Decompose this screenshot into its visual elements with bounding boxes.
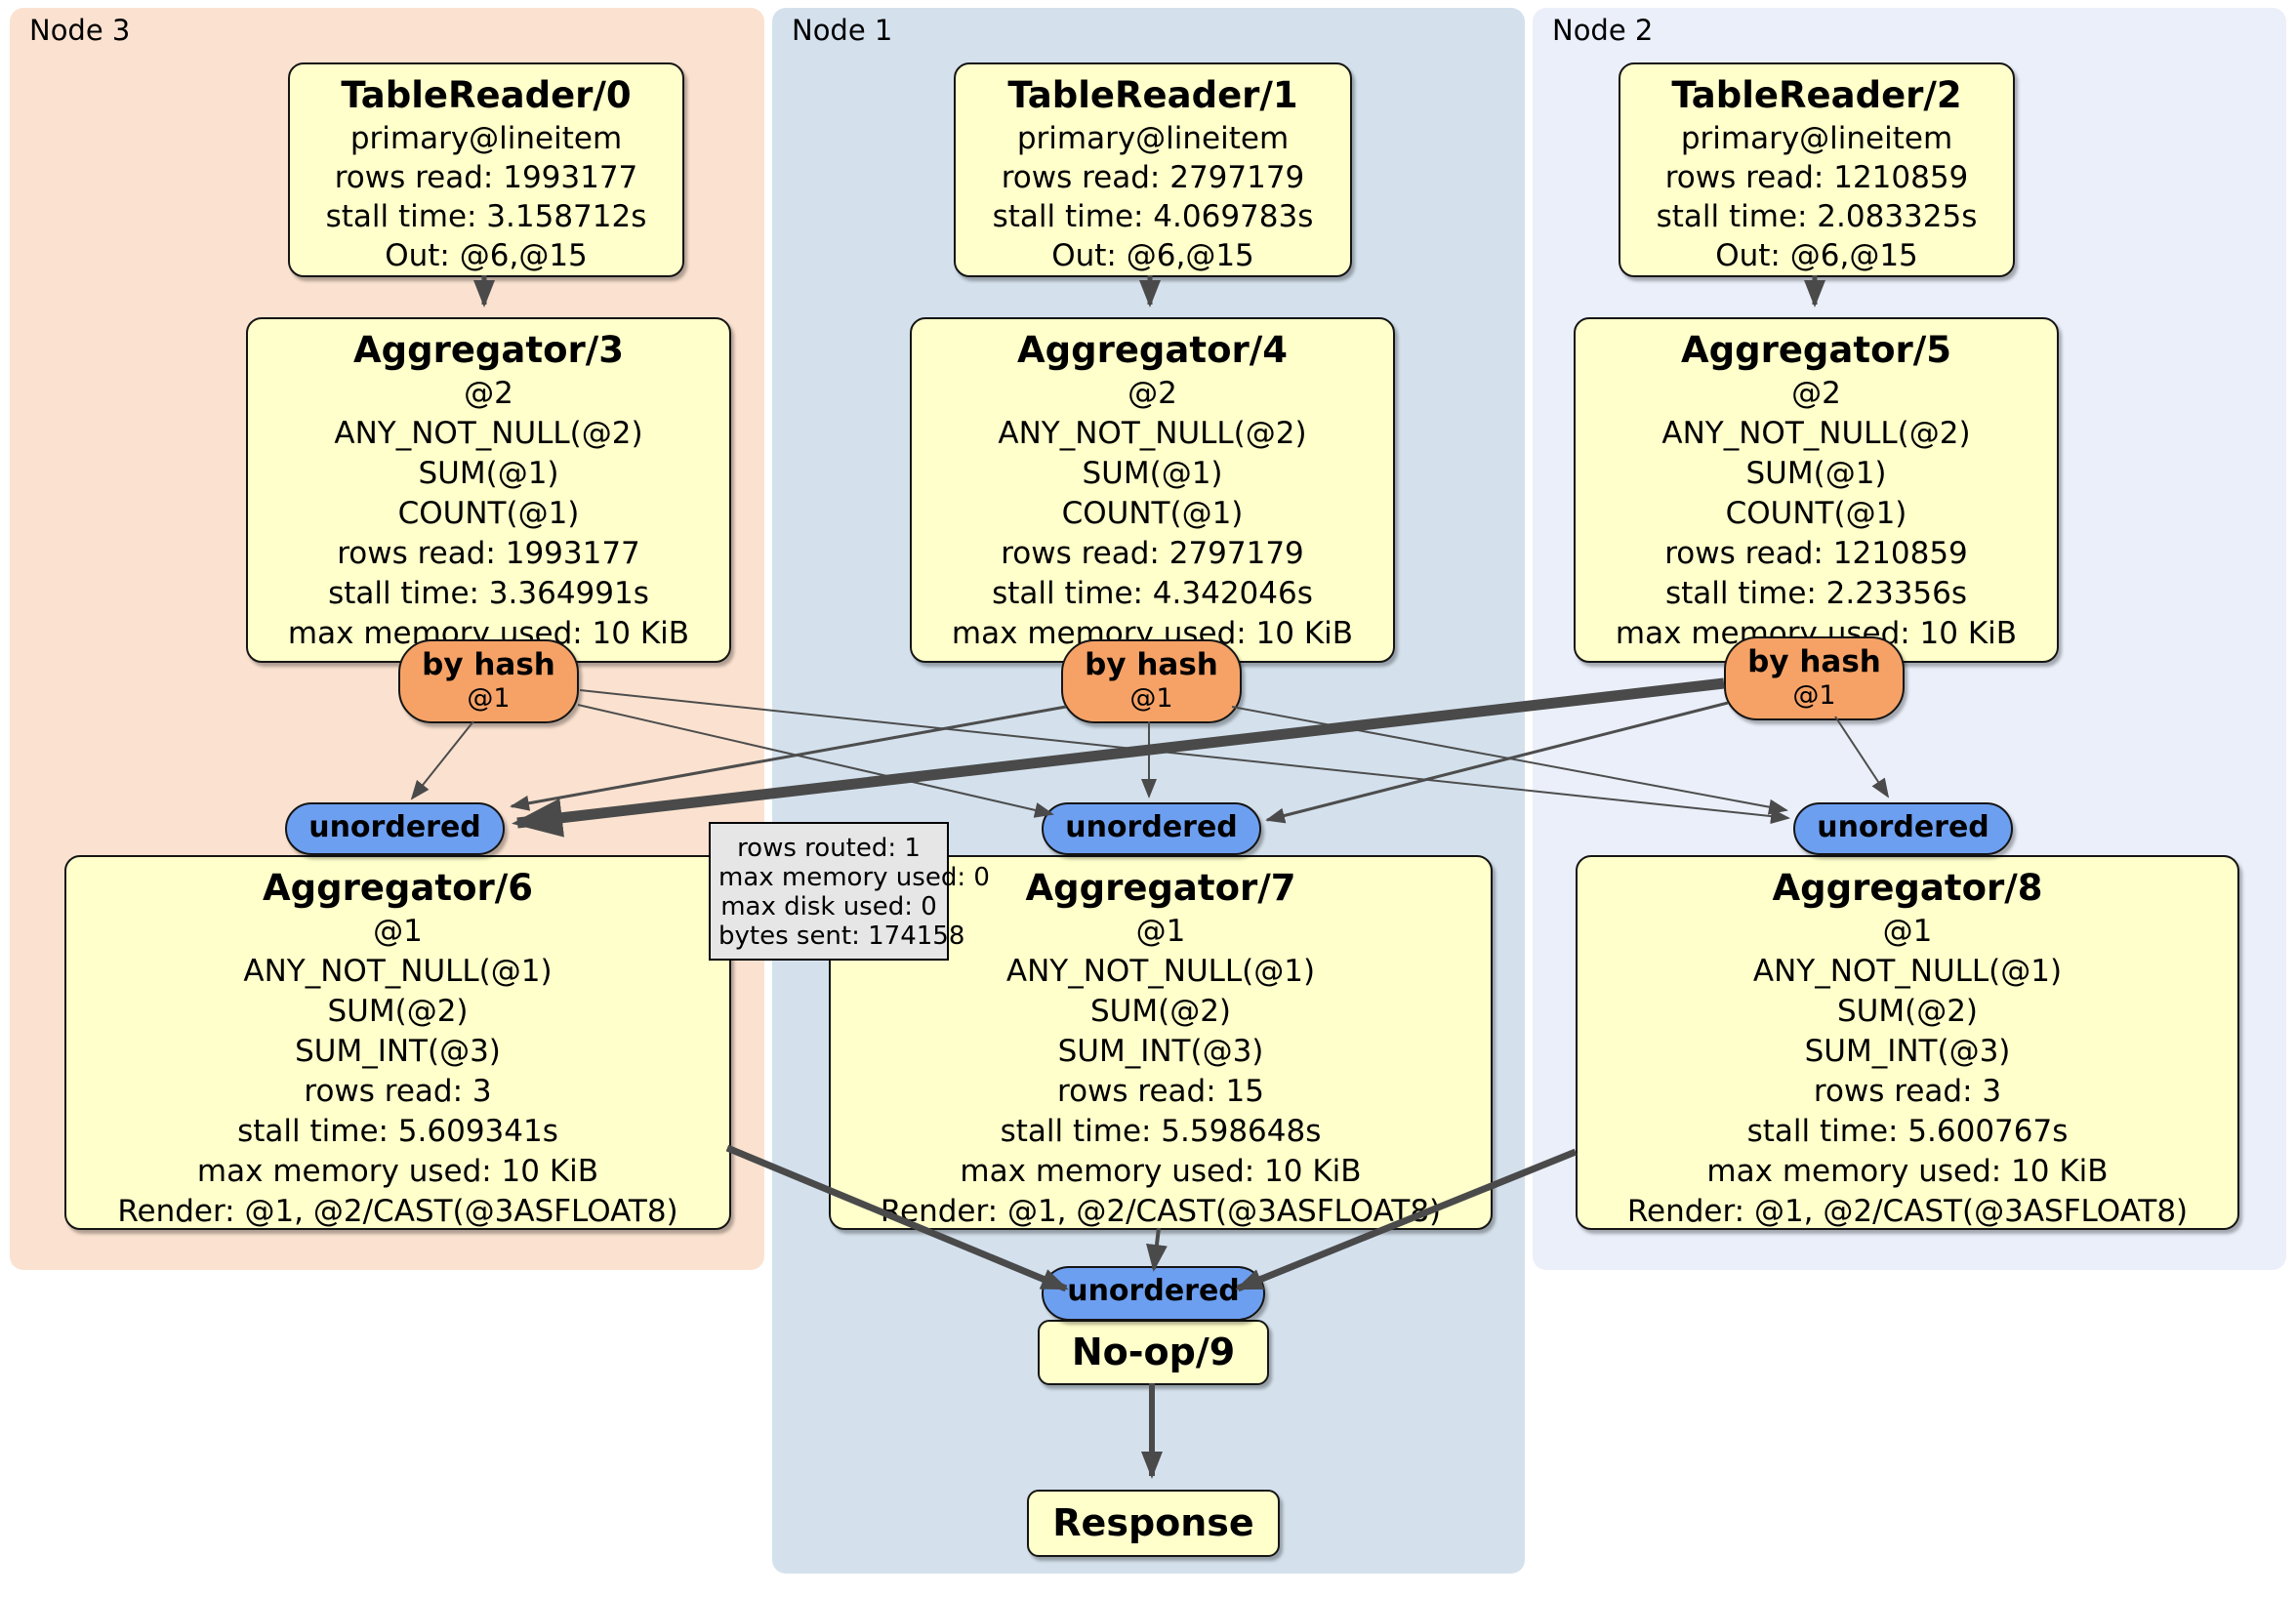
aggregator-8: Aggregator/8 @1 ANY_NOT_NULL(@1) SUM(@2)… — [1576, 855, 2239, 1230]
edge-byhash3-unordered-left[interactable] — [410, 720, 474, 800]
edge-byhash5-unordered-middle[interactable] — [1265, 701, 1729, 824]
aggregator-6-title: Aggregator/6 — [262, 867, 533, 909]
tablereader-2-title: TableReader/2 — [1671, 74, 1962, 116]
router-byhash-4: by hash @1 — [1061, 639, 1242, 723]
aggregator-5: Aggregator/5 @2 ANY_NOT_NULL(@2) SUM(@1)… — [1574, 317, 2059, 663]
sync-unordered-bottom: unordered — [1042, 1266, 1265, 1321]
noop-9: No-op/9 — [1038, 1320, 1269, 1385]
panel-label-node2: Node 2 — [1552, 14, 1654, 47]
router-byhash-3: by hash @1 — [398, 639, 579, 723]
response: Response — [1027, 1490, 1280, 1557]
edge-byhash3-unordered-middle[interactable] — [577, 704, 1054, 818]
tablereader-1-title: TableReader/1 — [1007, 74, 1298, 116]
edge-aggregator6-unordered-bottom[interactable] — [725, 1144, 1069, 1292]
edge-byhash5-unordered-right[interactable] — [1834, 716, 1890, 798]
edge-aggregator8-unordered-bottom[interactable] — [1235, 1148, 1578, 1292]
tablereader-2: TableReader/2 primary@lineitem rows read… — [1619, 62, 2015, 277]
aggregator-7: Aggregator/7 @1 ANY_NOT_NULL(@1) SUM(@2)… — [829, 855, 1493, 1230]
sync-unordered-middle: unordered — [1042, 802, 1261, 855]
panel-label-node1: Node 1 — [792, 14, 893, 47]
aggregator-3-title: Aggregator/3 — [352, 329, 624, 371]
sync-unordered-left: unordered — [285, 802, 505, 855]
edge-aggregator7-unordered-bottom[interactable] — [1146, 1227, 1168, 1272]
edge-byhash5-unordered-left-thick[interactable] — [512, 677, 1725, 838]
edge-byhash3-unordered-right[interactable] — [579, 689, 1790, 825]
sync-unordered-right: unordered — [1793, 802, 2013, 855]
tablereader-1: TableReader/1 primary@lineitem rows read… — [954, 62, 1352, 277]
aggregator-7-title: Aggregator/7 — [1025, 867, 1296, 909]
panel-label-node3: Node 3 — [29, 14, 131, 47]
edge-stats-tooltip: rows routed: 1 max memory used: 0 max di… — [709, 822, 990, 961]
aggregator-6: Aggregator/6 @1 ANY_NOT_NULL(@1) SUM(@2)… — [64, 855, 731, 1230]
router-byhash-5: by hash @1 — [1724, 636, 1905, 720]
aggregator-5-title: Aggregator/5 — [1680, 329, 1951, 371]
aggregator-8-title: Aggregator/8 — [1772, 867, 2043, 909]
tablereader-0-title: TableReader/0 — [341, 74, 632, 116]
aggregator-4-title: Aggregator/4 — [1016, 329, 1288, 371]
edge-byhash4-unordered-left[interactable] — [510, 705, 1067, 811]
